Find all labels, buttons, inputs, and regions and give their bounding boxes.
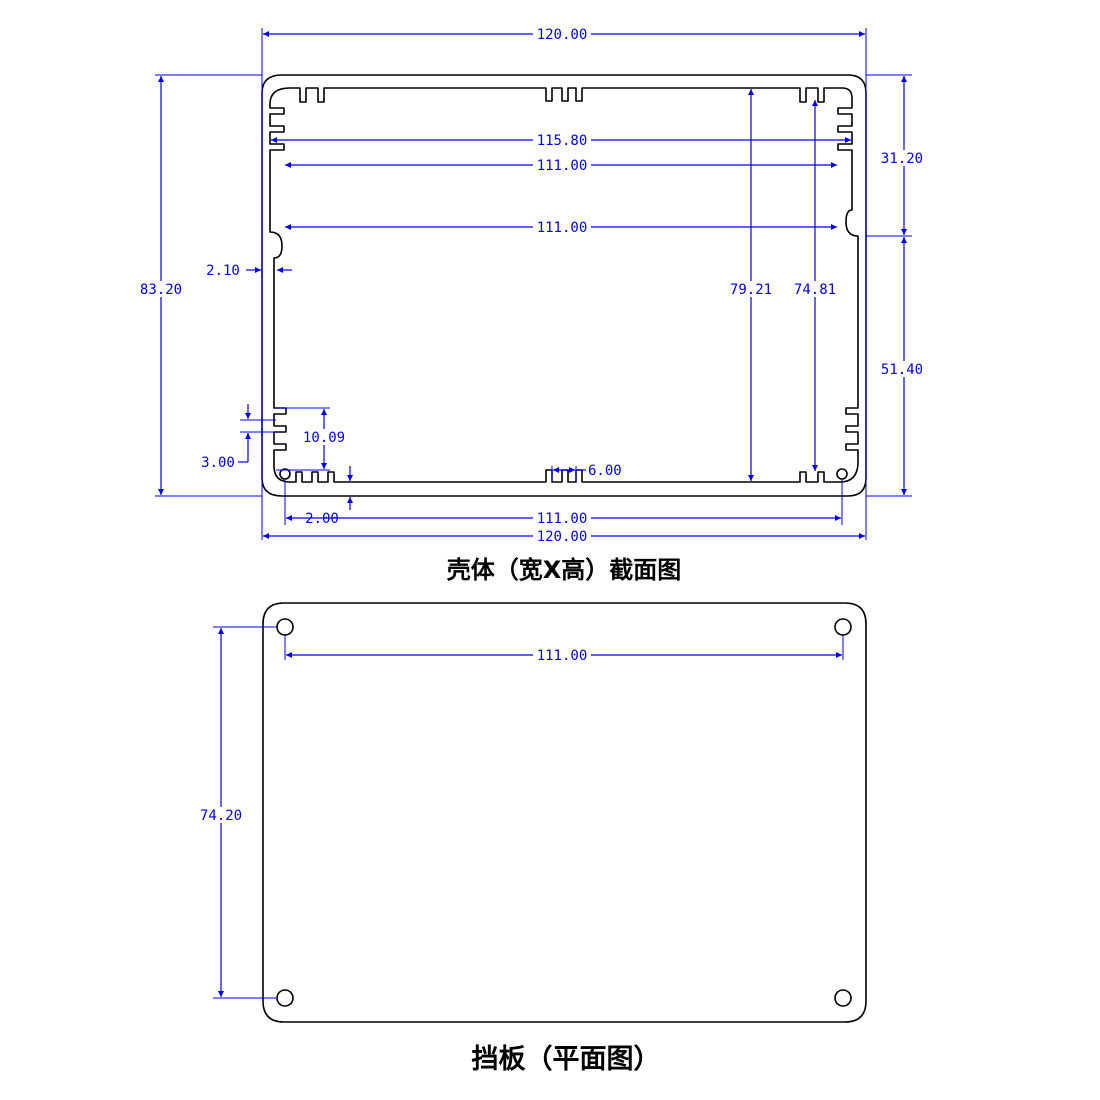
dim-fin-pitch-10-09: 10.09: [300, 409, 348, 469]
dim-text-3-00: 3.00: [201, 455, 235, 471]
dim-wall-2-10: 2.10: [206, 263, 292, 279]
section-view-caption: 壳体（宽X高）截面图: [446, 556, 682, 584]
dim-width-111-mid: 111.00: [285, 219, 837, 236]
plate-view-caption: 挡板（平面图）: [472, 1044, 661, 1075]
dim-text-83-20: 83.20: [140, 282, 182, 298]
dim-overall-height: 83.20: [137, 76, 185, 495]
dim-inner-height-74-81: 74.81: [791, 100, 839, 471]
dim-width-111-bottom: 111.00: [286, 510, 841, 527]
dim-text-6-00: 6.00: [588, 463, 622, 479]
end-plate-outline: [262, 602, 867, 1023]
housing-outer-outline: [261, 74, 867, 497]
plate-extension-lines: [213, 626, 844, 999]
dim-offset-2-00: 2.00: [305, 466, 353, 527]
dim-overall-width-bottom: 120.00: [263, 528, 865, 545]
plate-view: 111.00 74.20 挡板（平面图）: [197, 602, 867, 1075]
plate-hole-top-right: [834, 618, 852, 636]
dim-text-51-40: 51.40: [881, 362, 923, 378]
dim-text-74-81: 74.81: [794, 282, 836, 298]
dim-fin-3-00: 3.00: [201, 404, 251, 471]
dim-text-111-top: 111.00: [537, 158, 588, 174]
dim-text-2-00: 2.00: [305, 511, 339, 527]
plate-hole-bottom-right: [834, 989, 852, 1007]
dim-text-plate-111: 111.00: [537, 648, 588, 664]
dim-slot-6-00: 6.00: [551, 463, 622, 482]
dim-inner-height-79-21: 79.21: [727, 89, 775, 481]
screw-boss-bottom-right: [836, 468, 848, 480]
plate-hole-top-left: [276, 618, 294, 636]
dim-width-111-top: 111.00: [285, 157, 837, 174]
dim-text-120-top: 120.00: [537, 27, 588, 43]
dim-right-lower-51-40: 51.40: [880, 237, 924, 495]
dim-text-plate-74-20: 74.20: [200, 808, 242, 824]
dim-overall-width-top: 120.00: [263, 26, 865, 43]
section-view: 120.00 115.80 111.00 111.00 111.00: [137, 26, 924, 584]
dim-width-115-80: 115.80: [271, 132, 851, 149]
dim-right-upper-31-20: 31.20: [880, 76, 924, 235]
dim-text-10-09: 10.09: [303, 430, 345, 446]
dim-text-31-20: 31.20: [881, 151, 923, 167]
dim-hole-spacing-vertical: 74.20: [197, 628, 245, 997]
dim-text-2-10: 2.10: [206, 263, 240, 279]
housing-inner-cavity: [269, 87, 859, 483]
screw-boss-bottom-left: [279, 468, 291, 480]
section-extension-lines: [155, 28, 912, 540]
dim-text-115-80: 115.80: [537, 133, 588, 149]
dim-text-111-bottom: 111.00: [537, 511, 588, 527]
dim-text-120-bottom: 120.00: [537, 529, 588, 545]
plate-hole-bottom-left: [276, 989, 294, 1007]
dim-text-79-21: 79.21: [730, 282, 772, 298]
dim-hole-spacing-horizontal: 111.00: [286, 647, 842, 664]
dim-text-111-mid: 111.00: [537, 220, 588, 236]
